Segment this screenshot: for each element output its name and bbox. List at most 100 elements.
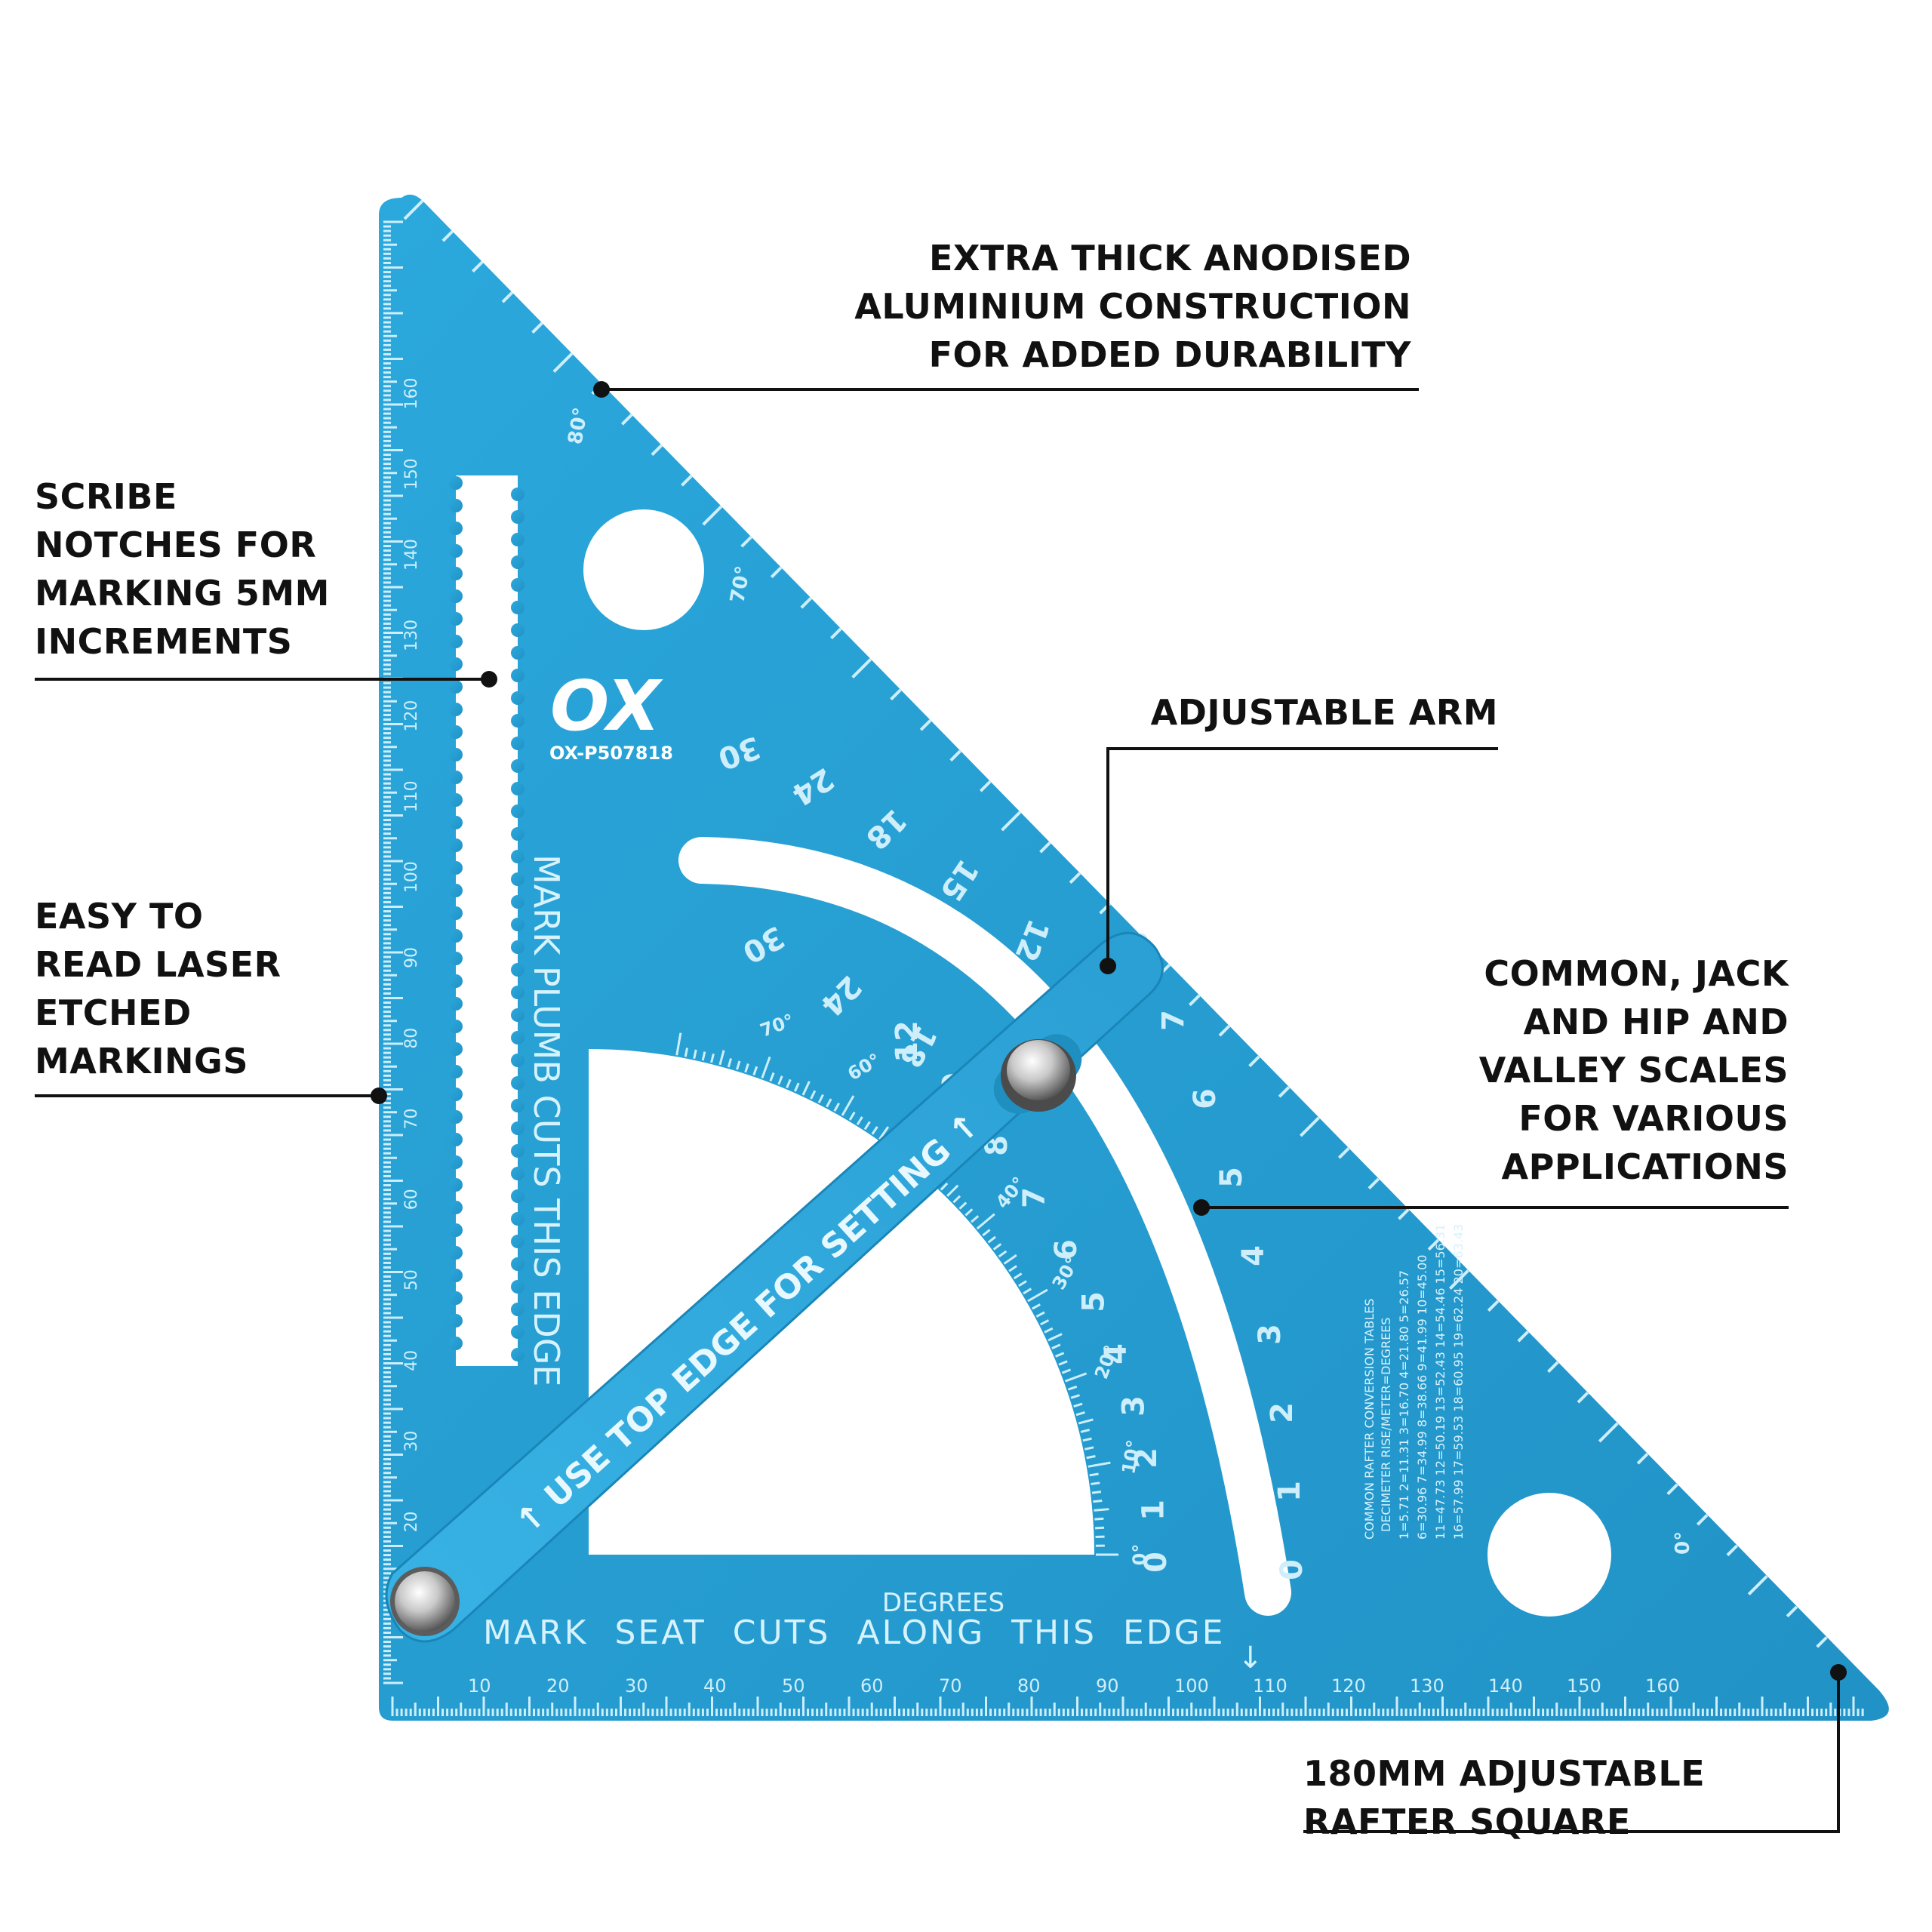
scribe-notch (449, 974, 463, 988)
scribe-notch (511, 850, 525, 863)
scribe-notch (449, 476, 463, 490)
hypotenuse-tick (1398, 1208, 1410, 1220)
bottom-scale-label: 50 (782, 1675, 805, 1697)
hypotenuse-tick (441, 230, 454, 242)
bottom-scale-label: 80 (1017, 1675, 1041, 1697)
protractor-tick (976, 1213, 995, 1230)
left-scale-label: 70 (402, 1109, 421, 1130)
hypotenuse-tick (1747, 1575, 1768, 1595)
scribe-notch (511, 601, 525, 614)
protractor-tick (1086, 1455, 1096, 1460)
hypotenuse-tick (651, 444, 663, 457)
degrees-label: DEGREES (882, 1588, 1004, 1618)
left-scale-label: 60 (402, 1189, 421, 1210)
scribe-notch (449, 1042, 463, 1056)
scribe-notch (449, 1223, 463, 1237)
bottom-scale-label: 90 (1096, 1675, 1119, 1697)
scribe-notch (449, 906, 463, 920)
protractor-tick (1095, 1526, 1105, 1530)
scribe-notch (449, 929, 463, 943)
bottom-scale-label: 20 (546, 1675, 570, 1697)
plumb-cut-text: MARK PLUMB CUTS THIS EDGE (526, 854, 567, 1387)
scribe-notch (449, 1337, 463, 1350)
scribe-notch (511, 895, 525, 909)
protractor-tick (971, 1215, 980, 1223)
protractor-tick (817, 1094, 824, 1103)
scribe-notch (449, 657, 463, 671)
scribe-notch (511, 1144, 525, 1158)
conversion-col-3: 11=47.73 12=50.19 13=52.43 14=54.46 15=5… (1433, 1224, 1447, 1540)
hypotenuse-tick (770, 566, 783, 579)
scribe-notch (511, 1099, 525, 1112)
scribe-notch (511, 1121, 525, 1135)
scribe-notch (511, 669, 525, 682)
scribe-notch (449, 1020, 463, 1033)
protractor-tick (793, 1082, 800, 1092)
scribe-notch (449, 748, 463, 761)
scribe-notch (511, 804, 525, 818)
left-scale-label: 150 (402, 458, 421, 490)
hypotenuse-tick (890, 688, 902, 701)
callout-laser-line: READ LASER (35, 944, 281, 985)
pitch-scale-inner: 0123456781012 (890, 1020, 1174, 1573)
pitch-outer-label: 4 (1236, 1245, 1271, 1266)
scribe-notch (511, 1189, 525, 1203)
callout-scales-line: COMMON, JACK (1484, 953, 1789, 994)
scribe-notch (449, 725, 463, 739)
hypotenuse-tick (1726, 1544, 1739, 1557)
protractor-tick (1003, 1254, 1017, 1265)
protractor-tick (1073, 1402, 1083, 1407)
bottom-scale-label: 40 (703, 1675, 727, 1697)
hypotenuse-tick (1666, 1483, 1678, 1496)
protractor-tick (863, 1121, 871, 1131)
scribe-notch (449, 544, 463, 558)
scribe-notch (511, 1303, 525, 1316)
protractor-tick (1027, 1288, 1048, 1303)
scribe-notch (449, 1314, 463, 1327)
scribe-notch (511, 1054, 525, 1067)
left-scale-label: 50 (402, 1269, 421, 1291)
scribe-notch (449, 1155, 463, 1169)
callout-size-line: 180MM ADJUSTABLE (1303, 1753, 1706, 1794)
scribe-notch (449, 1133, 463, 1146)
scribe-notch (511, 488, 525, 501)
callout-scales-line: VALLEY SCALES (1478, 1050, 1789, 1091)
scribe-notch (449, 1246, 463, 1260)
bottom-scale-label: 150 (1567, 1675, 1601, 1697)
hypotenuse-tick (800, 597, 812, 609)
scribe-notch (511, 623, 525, 637)
hypotenuse-tick (1448, 1269, 1469, 1290)
callout-construction-line: FOR ADDED DURABILITY (928, 334, 1411, 375)
left-scale-label: 40 (402, 1350, 421, 1371)
callout-scribe-line: INCREMENTS (35, 621, 293, 662)
protractor-tick (1088, 1461, 1111, 1468)
hypotenuse-tick (1248, 1055, 1260, 1068)
pitch-inner-label: 7 (1017, 1187, 1051, 1208)
protractor-tick (1013, 1272, 1023, 1280)
locking-knob[interactable] (1001, 1039, 1076, 1112)
conversion-table-title: COMMON RAFTER CONVERSION TABLES (1362, 1298, 1377, 1540)
conversion-col-4: 16=57.99 17=59.53 18=60.95 19=62.24 20=6… (1451, 1224, 1466, 1540)
hypotenuse-tick (1636, 1453, 1649, 1465)
scribe-notch (511, 510, 525, 524)
protractor-tick (684, 1048, 688, 1057)
protractor-tick (1078, 1418, 1094, 1425)
scribe-notch (511, 1076, 525, 1090)
protractor-tick (1093, 1500, 1103, 1503)
protractor-tick (736, 1060, 741, 1070)
scribe-notch (511, 1235, 525, 1248)
hypotenuse-tick (919, 719, 932, 731)
bottom-scale-label: 140 (1488, 1675, 1523, 1697)
protractor-tick (878, 1126, 890, 1140)
callout-size-line: RAFTER SQUARE (1303, 1801, 1631, 1842)
left-scale-label: 140 (402, 539, 421, 571)
hypotenuse-tick (552, 352, 574, 373)
bottom-scale-label: 120 (1331, 1675, 1366, 1697)
pitch-inner-label: 5 (1077, 1291, 1112, 1312)
scribe-notch (511, 827, 525, 841)
protractor-tick (701, 1051, 706, 1061)
callout-laser-line: EASY TO (35, 896, 204, 937)
protractor-tick (1070, 1394, 1080, 1399)
hypotenuse-degree-label: 0° (1672, 1531, 1694, 1555)
scribe-notch (511, 646, 525, 660)
